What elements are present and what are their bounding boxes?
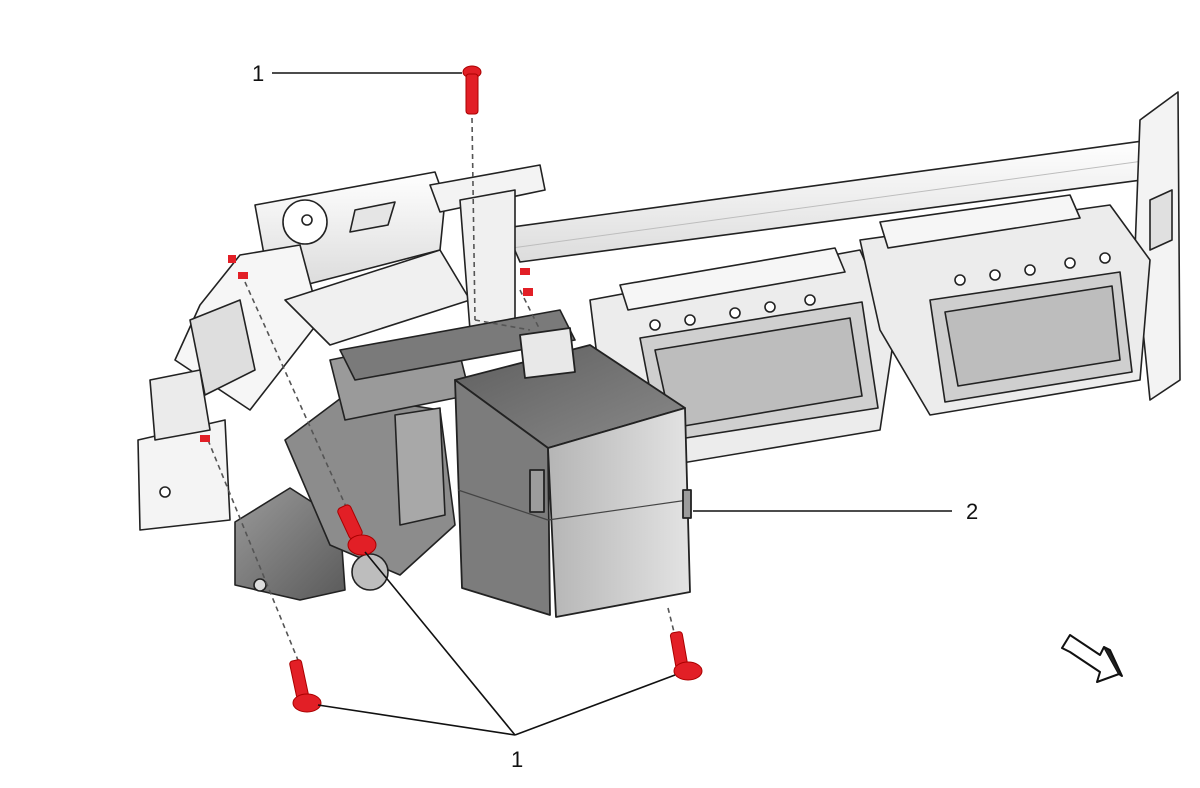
cross-car-beam (504, 91, 1181, 401)
fastener-lower-left-bolt (289, 659, 322, 713)
leader-lines (272, 72, 952, 736)
front-direction-arrow-icon (1061, 634, 1123, 683)
locating-marks (200, 255, 533, 442)
air-duct-left (589, 247, 896, 471)
air-duct-right (859, 194, 1151, 416)
left-mounting-frame (137, 164, 546, 531)
module-mounting-bracket (234, 309, 576, 601)
module-housing (454, 327, 692, 618)
fastener-center-bolt (337, 504, 377, 556)
fastener-lower-right-bolt (669, 631, 703, 681)
fastener-top-bolt (462, 65, 482, 115)
callout-fastener-top: 1 (252, 61, 264, 86)
callout-module: 2 (966, 499, 978, 524)
callout-fastener-group: 1 (511, 747, 523, 772)
